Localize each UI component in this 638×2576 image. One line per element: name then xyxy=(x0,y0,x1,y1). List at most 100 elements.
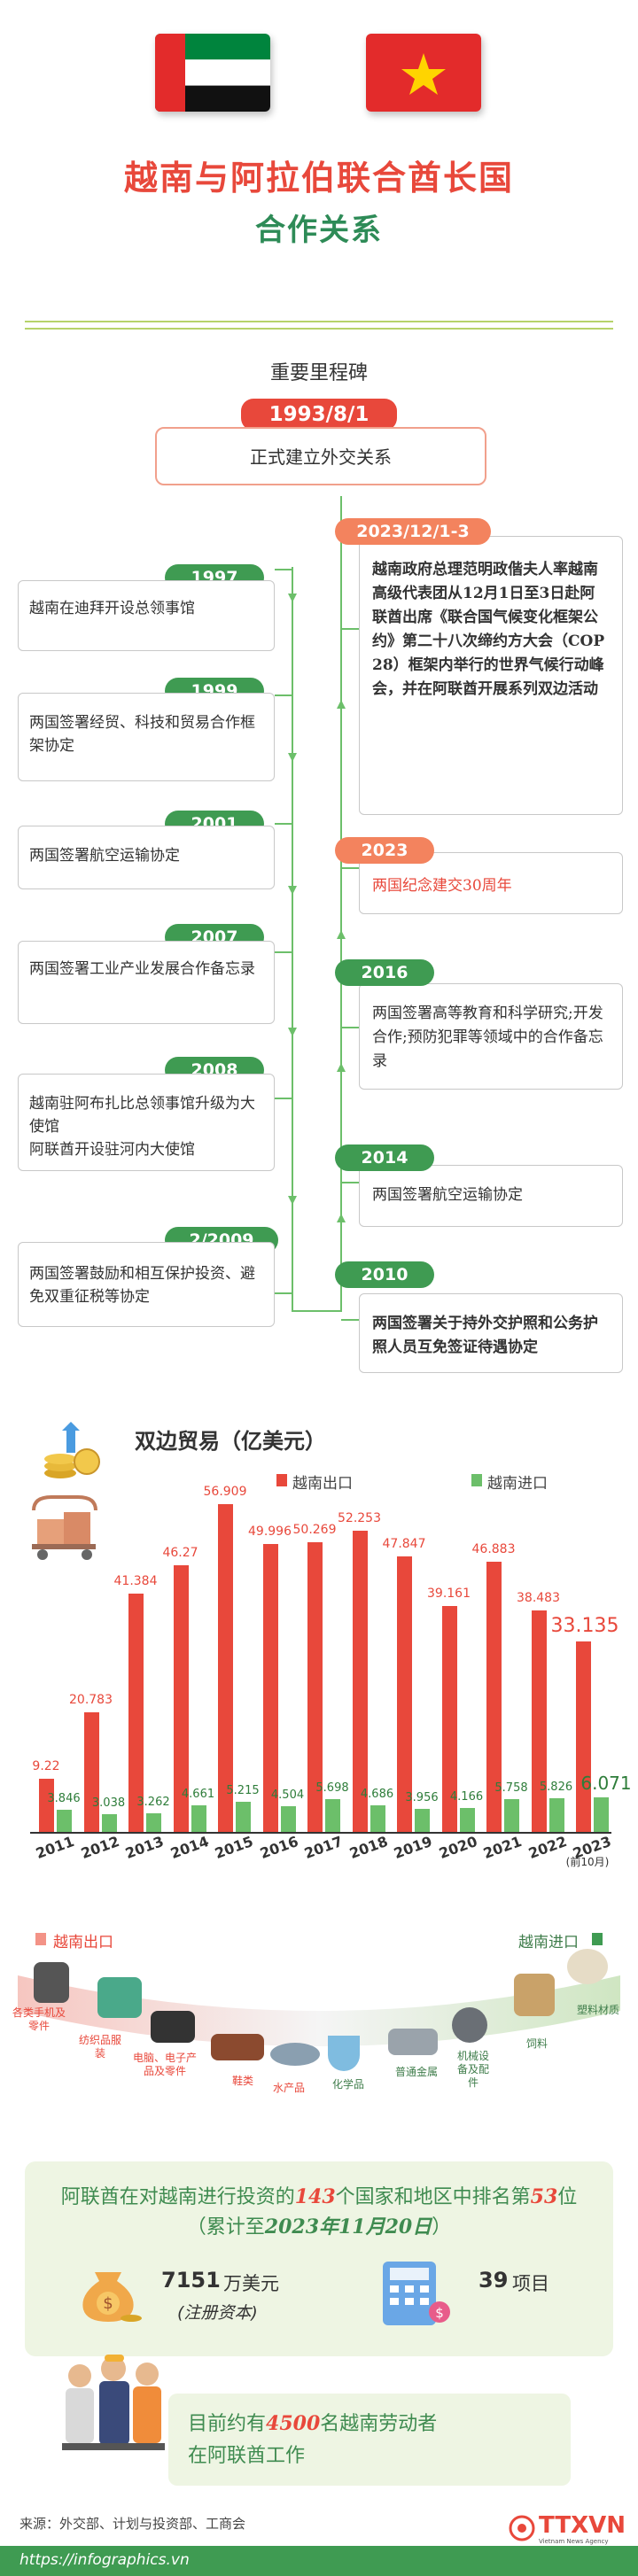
x-axis-line xyxy=(30,1832,611,1834)
x-tick-label: 2020 xyxy=(436,1832,479,1863)
workers-group-icon xyxy=(44,2330,177,2463)
import-bar xyxy=(504,1798,519,1832)
timeline-connectors xyxy=(275,496,359,1321)
rank-text: 个国家和地区中排名第 xyxy=(335,2186,531,2208)
workers-text-b: 名越南劳动者 xyxy=(320,2413,438,2435)
as-of-date: 2023年11月20日 xyxy=(264,2215,432,2238)
vietnam-flag xyxy=(366,34,481,112)
legend-export: 越南出口 xyxy=(292,1475,353,1493)
milestone-year: 2016 xyxy=(335,959,434,986)
calculator-icon: $ xyxy=(374,2257,454,2328)
rank-total: 143 xyxy=(294,2185,336,2208)
export-value-label: 47.847 xyxy=(382,1536,426,1551)
import-item: 机械设备及配件 xyxy=(456,2050,489,2089)
export-bar xyxy=(39,1779,54,1832)
export-value-label: 41.384 xyxy=(113,1574,158,1588)
x-tick-label: 2019 xyxy=(391,1832,435,1863)
x-tick-label: 2021 xyxy=(480,1832,525,1863)
investment-as-of: （累计至2023年11月20日） xyxy=(25,2211,613,2239)
x-tick-label: 2012 xyxy=(78,1832,121,1863)
milestone-text: 两国纪念建交30周年 xyxy=(359,852,623,914)
export-bar xyxy=(441,1606,457,1832)
export-value-label: 20.783 xyxy=(69,1692,113,1707)
plastic-pellets-icon xyxy=(567,1949,608,1984)
import-item: 普通金属 xyxy=(394,2066,438,2078)
milestones-title: 重要里程碑 xyxy=(269,362,368,384)
x-tick-label: 2015 xyxy=(212,1832,256,1863)
phone-icon xyxy=(34,1962,69,2003)
divider xyxy=(25,321,613,322)
export-bar xyxy=(531,1610,547,1832)
milestone-year: 2010 xyxy=(335,1261,434,1288)
import-value-label: 3.038 xyxy=(91,1796,126,1811)
export-bar xyxy=(83,1711,99,1832)
rank-text: 位 xyxy=(557,2186,578,2208)
import-bar xyxy=(459,1807,475,1832)
import-value-label: 5.826 xyxy=(539,1781,573,1795)
import-bar xyxy=(280,1805,296,1832)
milestone-text: 两国签署航空运输协定 xyxy=(18,826,275,889)
import-bar xyxy=(57,1810,72,1832)
import-value-label: 3.956 xyxy=(405,1791,439,1805)
shoe-icon xyxy=(211,2034,264,2060)
export-value-label: 9.22 xyxy=(32,1759,60,1774)
export-bar xyxy=(128,1594,144,1832)
import-value-label: 4.661 xyxy=(181,1787,215,1801)
milestone-text: 两国签署高等教育和科学研究;开发合作;预防犯罪等领域中的合作备忘录 xyxy=(359,983,623,1090)
projects-value: 39 xyxy=(478,2268,509,2293)
import-bar xyxy=(594,1796,609,1832)
x-tick-label: 2011 xyxy=(33,1832,77,1863)
import-value-label: 4.166 xyxy=(449,1789,484,1804)
import-bar xyxy=(101,1814,117,1832)
import-item: 饲料 xyxy=(525,2037,548,2050)
import-value-label: 3.262 xyxy=(136,1795,170,1809)
import-flow-label: 越南进口 xyxy=(518,1934,579,1951)
fish-icon xyxy=(270,2043,320,2066)
milestone-top-date: 1993/8/1 xyxy=(241,399,397,431)
ttxvn-logo: TTXVN Vietnam News Agency xyxy=(509,2512,626,2548)
workers-text-a: 目前约有 xyxy=(188,2413,267,2435)
import-bar xyxy=(236,1802,251,1832)
export-bar xyxy=(576,1641,591,1832)
gear-icon xyxy=(452,2007,487,2043)
import-bar xyxy=(415,1809,430,1832)
export-flow-swatch xyxy=(35,1933,46,1945)
import-value-label: 6.071 xyxy=(580,1772,632,1794)
import-value-label: 3.846 xyxy=(47,1792,81,1805)
capital-value: 7151 xyxy=(161,2268,221,2293)
import-value-label: 5.758 xyxy=(494,1781,528,1795)
x-tick-label: 2013 xyxy=(122,1832,167,1863)
export-value-label: 56.909 xyxy=(203,1485,247,1500)
export-item: 各类手机及零件 xyxy=(12,2006,66,2032)
capital-unit: 万美元 xyxy=(223,2273,279,2294)
feed-sack-icon xyxy=(514,1974,555,2016)
export-item: 电脑、电子产品及零件 xyxy=(132,2052,197,2077)
ttxvn-logo-text: TTXVN xyxy=(539,2512,626,2539)
import-value-label: 5.698 xyxy=(315,1781,349,1795)
milestone-year: 2023/12/1-3 xyxy=(335,518,491,545)
page-title: 越南与阿拉伯联合酋长国 xyxy=(123,159,514,198)
export-flow-label: 越南出口 xyxy=(53,1934,113,1951)
source-text: 来源：外交部、计划与投资部、工商会 xyxy=(19,2516,246,2532)
milestone-text: 两国签署经贸、科技和贸易合作框架协定 xyxy=(18,693,275,781)
milestone-text: 两国签署鼓励和相互保护投资、避免双重征税等协定 xyxy=(18,1242,275,1327)
last-year-note: (前10月) xyxy=(565,1856,610,1868)
computer-icon xyxy=(151,2011,195,2043)
metal-pipes-icon xyxy=(388,2029,438,2055)
import-value-label: 5.215 xyxy=(226,1784,260,1798)
import-bar xyxy=(191,1804,206,1832)
import-bar xyxy=(325,1798,340,1832)
export-value-label: 52.253 xyxy=(338,1511,381,1526)
milestone-top-text: 正式建立外交关系 xyxy=(250,446,392,468)
export-value-label: 50.269 xyxy=(292,1523,337,1538)
export-bar xyxy=(307,1542,323,1832)
rank-position: 53 xyxy=(530,2185,558,2208)
cargo-cart-icon xyxy=(25,1493,105,1563)
import-bar xyxy=(146,1812,161,1832)
capital-note: (注册资本) xyxy=(177,2303,258,2323)
milestone-text: 越南驻阿布扎比总领事馆升级为大使馆 阿联酋开设驻河内大使馆 xyxy=(18,1074,275,1171)
milestone-text: 越南在迪拜开设总领事馆 xyxy=(18,580,275,651)
export-item: 水产品 xyxy=(272,2082,305,2094)
site-link[interactable]: https://infographics.vn xyxy=(19,2551,190,2569)
x-tick-label: 2018 xyxy=(346,1832,390,1863)
